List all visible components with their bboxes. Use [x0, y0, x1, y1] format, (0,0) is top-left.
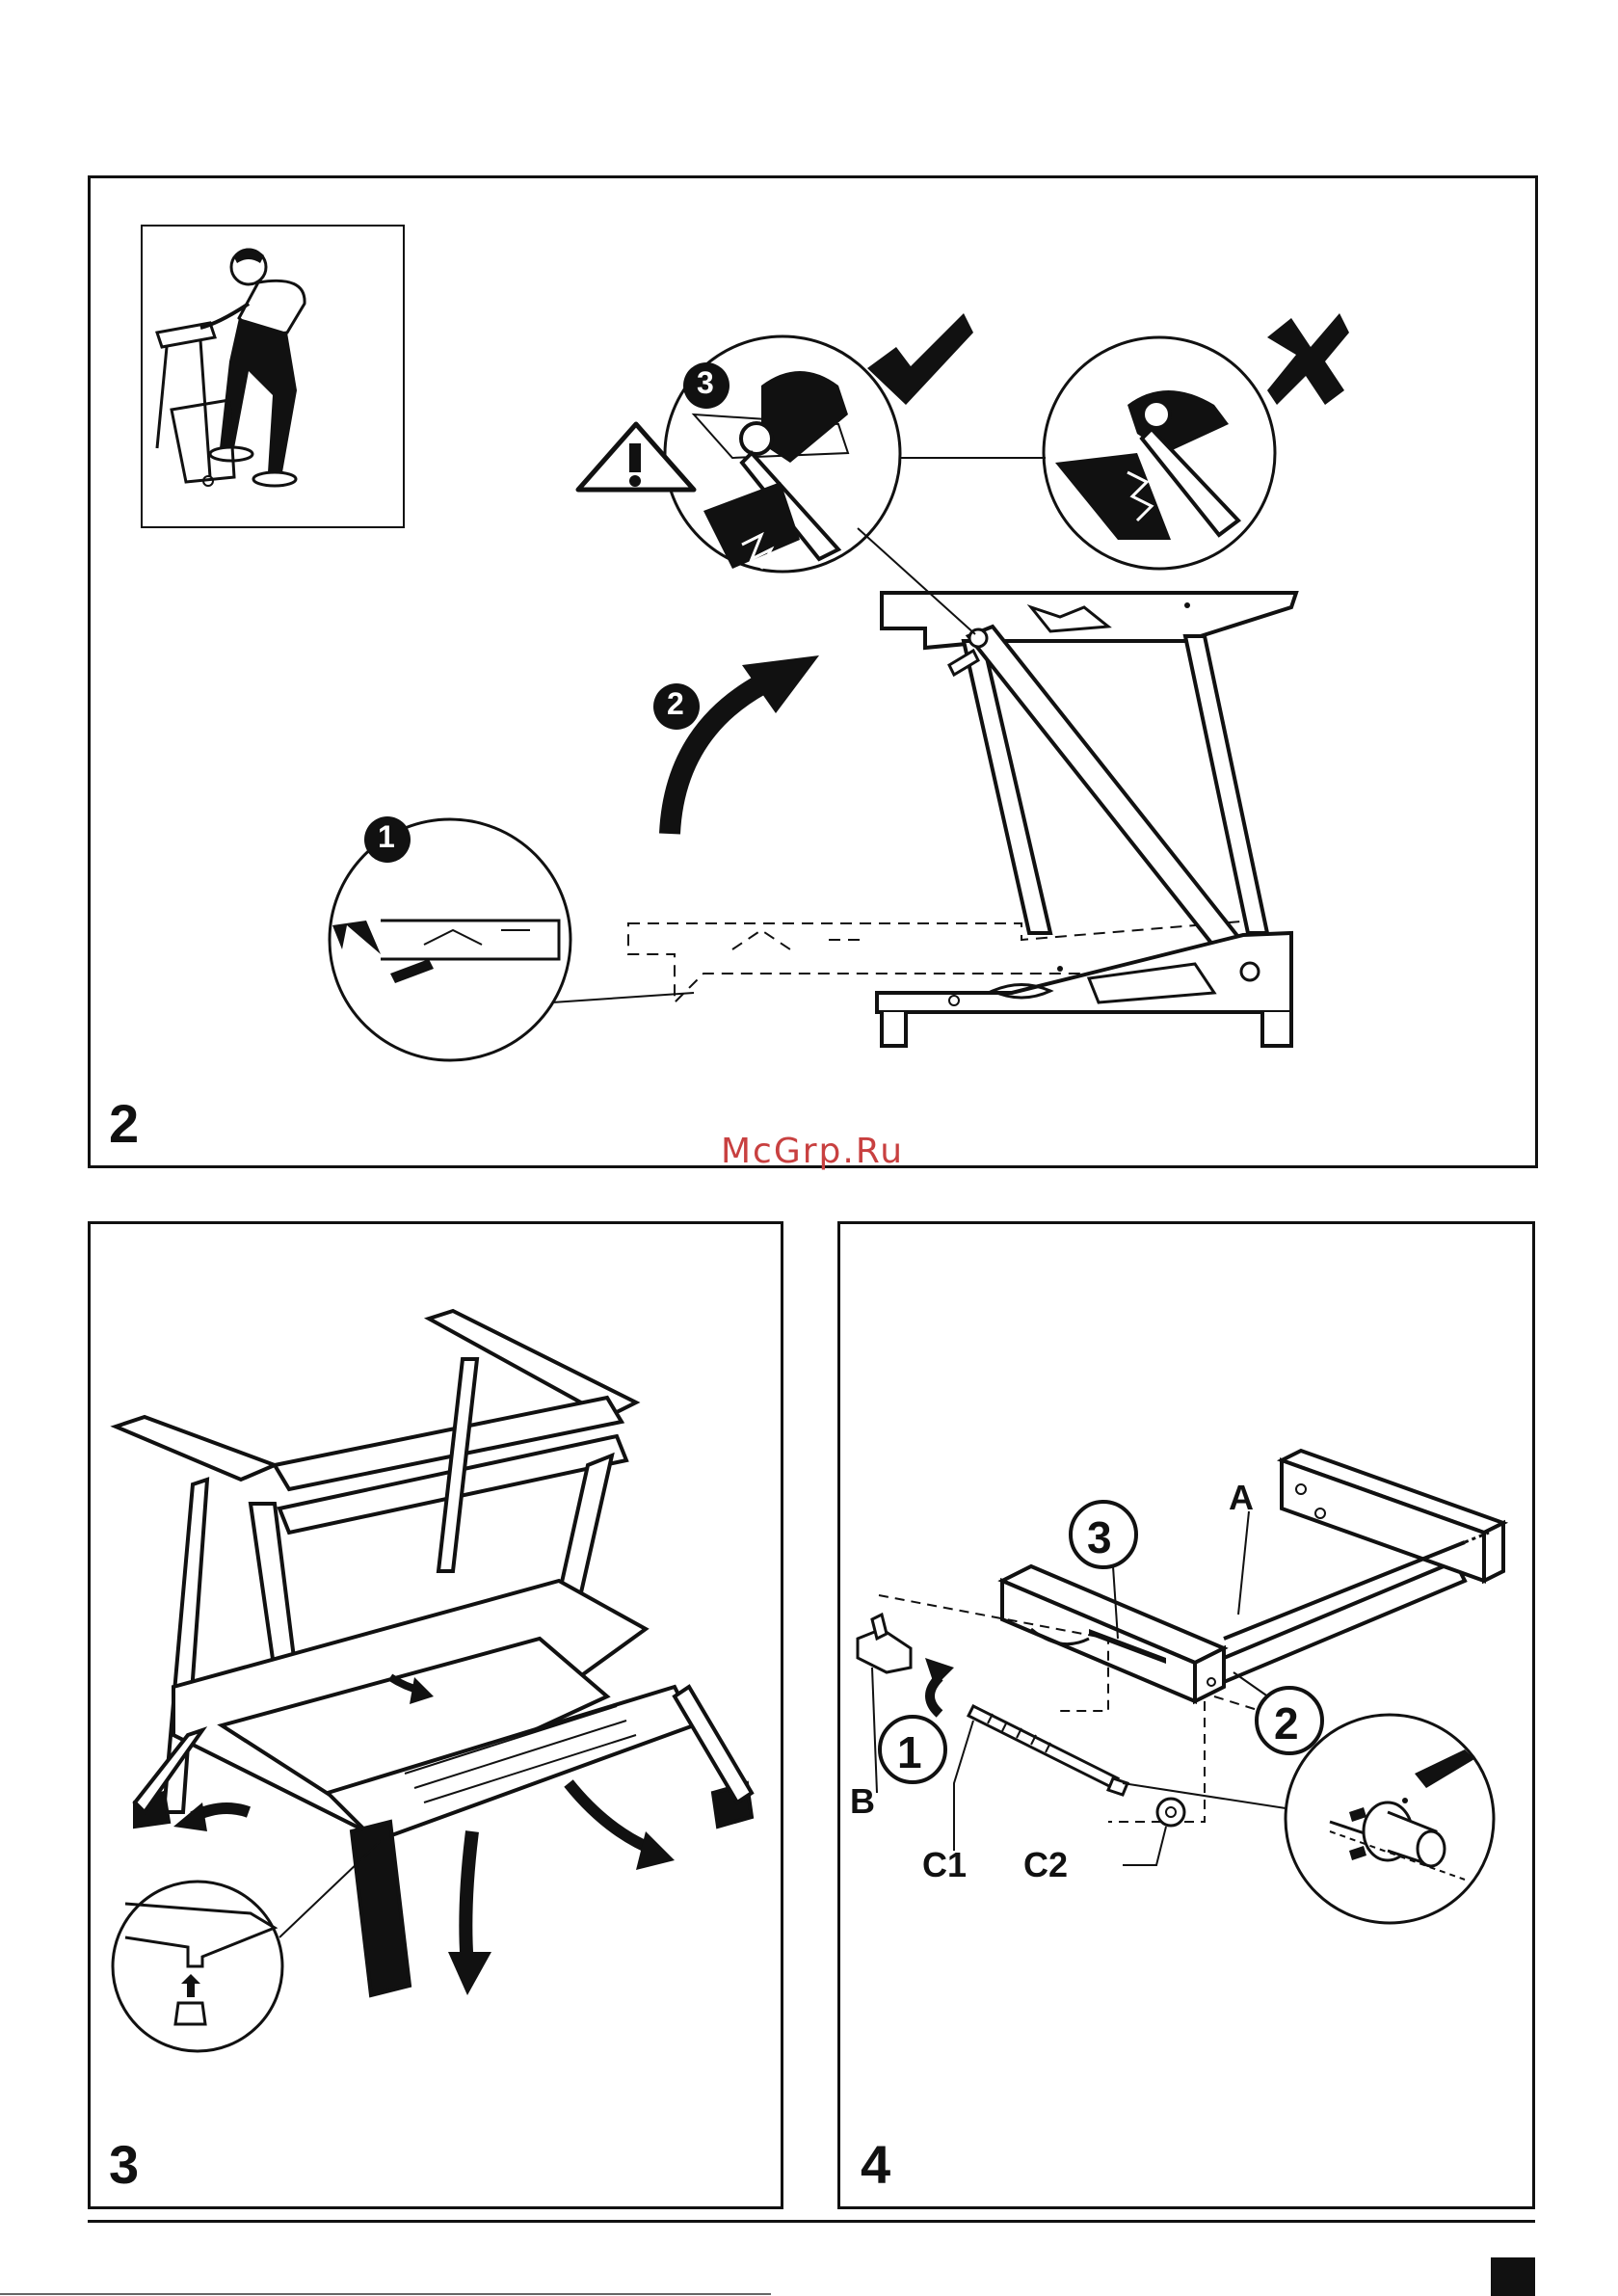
- figure-4-number: 4: [861, 2138, 890, 2192]
- part-b-bracket: [858, 1615, 911, 1672]
- footer-rule: [88, 2220, 1535, 2223]
- part-label-c2: C2: [1023, 1845, 1068, 1885]
- bottom-edge-line: [0, 2293, 771, 2295]
- part-label-c1: C1: [922, 1845, 967, 1885]
- part-label-a: A: [1229, 1478, 1254, 1518]
- fig4-step-3-label: 3: [1087, 1511, 1112, 1563]
- fig4-step-2-label: 2: [1274, 1697, 1299, 1749]
- fig4-step-1-label: 1: [897, 1726, 922, 1778]
- page-corner-marker: [1491, 2257, 1535, 2296]
- part-label-b: B: [850, 1781, 875, 1822]
